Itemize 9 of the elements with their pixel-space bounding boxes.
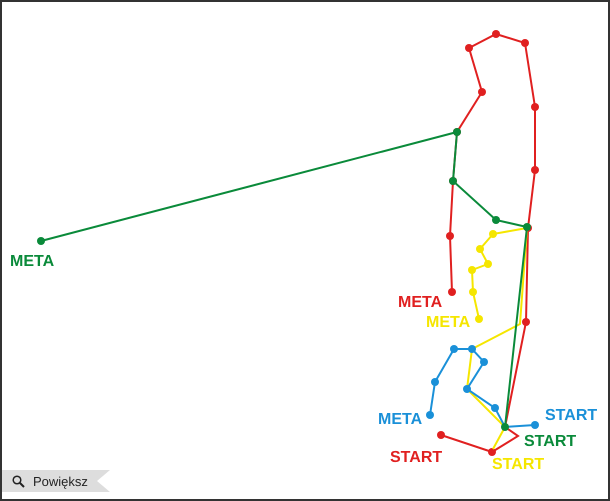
route-end-label: META bbox=[10, 254, 54, 270]
route-end-label: META bbox=[426, 315, 470, 331]
route-end-label: META bbox=[398, 295, 442, 311]
route-end-label: START bbox=[524, 434, 576, 450]
zoom-button: Powiększ bbox=[2, 470, 110, 492]
route-end-label: START bbox=[492, 457, 544, 473]
route-end-label: START bbox=[545, 408, 598, 424]
route-end-label: META bbox=[378, 412, 422, 428]
route-end-label: START bbox=[390, 450, 442, 466]
